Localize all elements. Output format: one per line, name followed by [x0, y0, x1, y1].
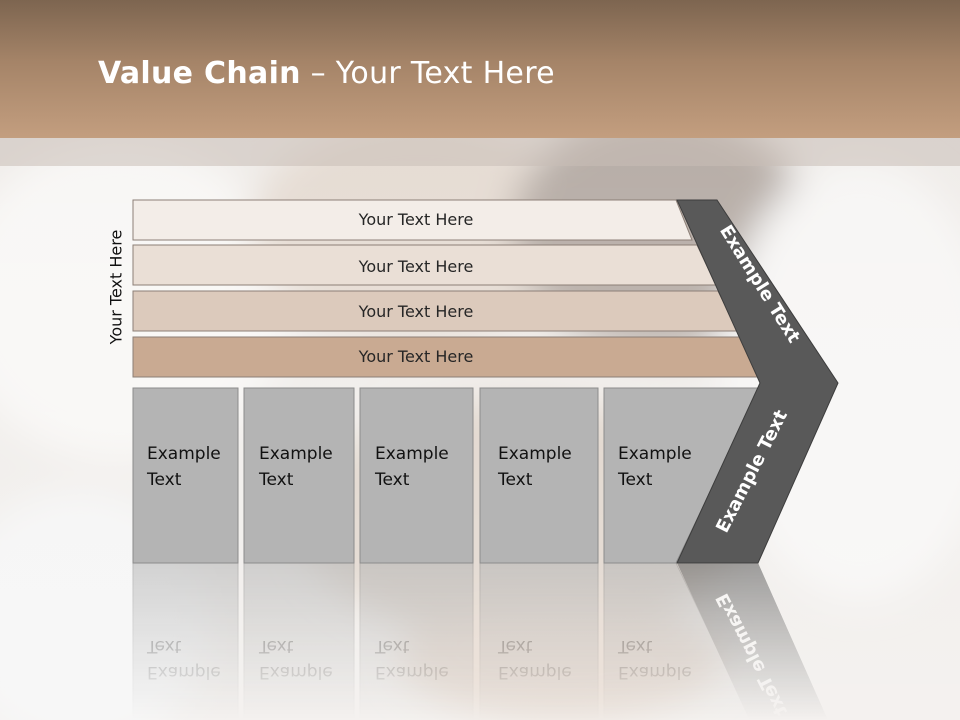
- title-banner: [0, 0, 960, 138]
- slide-title-rest: – Your Text Here: [300, 56, 555, 91]
- cell-1: [132, 387, 239, 564]
- bars-group: Your Text Here Your Text Here Your Text …: [132, 199, 763, 378]
- title-banner-band: [0, 138, 960, 166]
- svg-text:ExampleText: ExampleText: [258, 636, 333, 682]
- bar-2-label: Your Text Here: [358, 257, 474, 276]
- bar-4-label: Your Text Here: [358, 347, 474, 366]
- cell-3: [359, 387, 474, 564]
- svg-text:ExampleText: ExampleText: [617, 636, 692, 682]
- svg-text:ExampleText: ExampleText: [374, 636, 449, 682]
- svg-text:ExampleText: ExampleText: [146, 636, 221, 682]
- cell-4: [479, 387, 599, 564]
- bar-3-label: Your Text Here: [358, 302, 474, 321]
- slide-title: Value Chain – Your Text Here: [98, 56, 555, 91]
- cell-2: [243, 387, 355, 564]
- bar-1-label: Your Text Here: [358, 210, 474, 229]
- bar-1: [132, 199, 693, 241]
- reflection: ExampleText ExampleText ExampleText Exam…: [132, 562, 828, 720]
- slide-title-bold: Value Chain: [98, 56, 301, 91]
- svg-text:ExampleText: ExampleText: [497, 636, 572, 682]
